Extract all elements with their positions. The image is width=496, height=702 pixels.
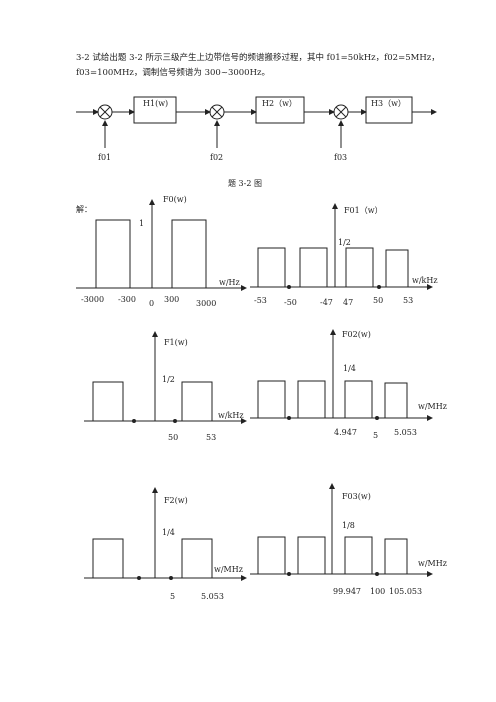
mixer-2-icon (209, 104, 225, 120)
f01-carrier-dot (287, 285, 291, 289)
f1-tick: 53 (206, 433, 216, 442)
block-h1 (133, 96, 177, 124)
osc-3-label: f03 (334, 153, 347, 162)
f0-tick: 3000 (196, 299, 216, 308)
f02-band (344, 380, 373, 419)
f1-band (181, 381, 213, 422)
f01-title: F01（w） (344, 206, 383, 215)
f01-amplitude: 1/2 (338, 238, 351, 247)
plot-f0 (76, 199, 247, 291)
f02-tick: 5.053 (394, 428, 417, 437)
block-h3-label: H3（w） (371, 99, 406, 108)
f2-axis-label: w/MHz (214, 565, 243, 574)
plot-f2 (84, 487, 247, 581)
f02-band (384, 382, 408, 419)
f01-band (299, 247, 328, 288)
block-h2-label: H2（w） (262, 99, 297, 108)
f0-tick: 300 (164, 295, 179, 304)
f02-carrier-points (287, 416, 379, 420)
f02-band (257, 380, 286, 419)
f02-carrier-dot (287, 416, 291, 420)
f03-band (297, 536, 326, 575)
f2-carrier-points (137, 576, 173, 580)
block-h2 (255, 96, 305, 124)
f1-carrier-dot (132, 419, 136, 423)
mixer-1-icon (97, 104, 113, 120)
f2-title: F2(w) (164, 496, 188, 505)
f03-carrier-points (287, 572, 379, 576)
f0-tick: 0 (149, 299, 154, 308)
problem-line-2: f03=100MHz，调制信号频谱为 300~3000Hz。 (76, 68, 270, 78)
solution-label: 解： (76, 204, 92, 214)
f2-carrier-dot (169, 576, 173, 580)
plot-f01 (250, 203, 433, 290)
f2-band (92, 538, 124, 579)
f03-title: F03(w) (342, 492, 371, 501)
f01-band (257, 247, 286, 288)
f0-tick: -300 (118, 295, 136, 304)
f02-title: F02(w) (342, 330, 371, 339)
f1-band (92, 381, 124, 422)
f01-band (385, 249, 409, 288)
f01-carrier-dot (377, 285, 381, 289)
f0-tick: -3000 (81, 295, 104, 304)
f03-carrier-dot (375, 572, 379, 576)
f03-axis-label: w/MHz (418, 559, 447, 568)
f02-band (297, 380, 326, 419)
f1-amplitude: 1/2 (162, 375, 175, 384)
f03-carrier-dot (287, 572, 291, 576)
f1-carrier-points (132, 419, 177, 423)
block-diagram (76, 96, 437, 148)
f03-tick: 105.053 (389, 587, 422, 596)
f01-carrier-points (287, 285, 381, 289)
f2-amplitude: 1/4 (162, 528, 175, 537)
f03-band (344, 536, 373, 575)
f1-carrier-dot (173, 419, 177, 423)
plot-f1 (84, 331, 247, 424)
f2-carrier-dot (137, 576, 141, 580)
f1-axis-label: w/kHz (218, 411, 244, 420)
f2-band (181, 538, 213, 579)
mixer-3-icon (333, 104, 349, 120)
f01-tick: -47 (320, 298, 333, 307)
f01-tick: 50 (373, 296, 383, 305)
f01-band (345, 247, 374, 288)
f03-band (257, 536, 286, 575)
f03-band (384, 538, 408, 575)
f02-tick: 4.947 (334, 428, 357, 437)
figure-caption: 题 3-2 图 (228, 179, 262, 188)
f01-tick: 47 (343, 298, 353, 307)
f0-axis-label: w/Hz (219, 278, 240, 287)
f01-tick: 53 (403, 296, 413, 305)
f02-tick: 5 (373, 431, 378, 440)
f2-tick: 5 (170, 592, 175, 601)
f02-carrier-dot (375, 416, 379, 420)
block-h3 (365, 96, 413, 124)
f1-title: F1(w) (164, 338, 188, 347)
f01-tick: -50 (284, 298, 297, 307)
f0-amplitude: 1 (139, 219, 144, 228)
plot-f02 (250, 329, 433, 421)
f01-tick: -53 (254, 296, 267, 305)
f03-tick: 100 (370, 587, 385, 596)
f2-tick: 5.053 (201, 592, 224, 601)
f01-axis-label: w/kHz (412, 276, 438, 285)
f02-amplitude: 1/4 (343, 364, 356, 373)
f0-band-positive (171, 219, 207, 289)
problem-line-1: 3-2 试给出题 3-2 所示三级产生上边带信号的频谱搬移过程，其中 f01=5… (76, 53, 440, 63)
f03-tick: 99.947 (333, 587, 361, 596)
f02-axis-label: w/MHz (418, 402, 447, 411)
osc-1-label: f01 (98, 153, 111, 162)
osc-2-label: f02 (210, 153, 223, 162)
f1-tick: 50 (168, 433, 178, 442)
block-h1-label: H1(w) (143, 99, 168, 108)
f0-title: F0(w) (163, 195, 187, 204)
f03-amplitude: 1/8 (342, 521, 355, 530)
plot-f03 (250, 483, 433, 577)
f0-band-negative (95, 219, 131, 289)
